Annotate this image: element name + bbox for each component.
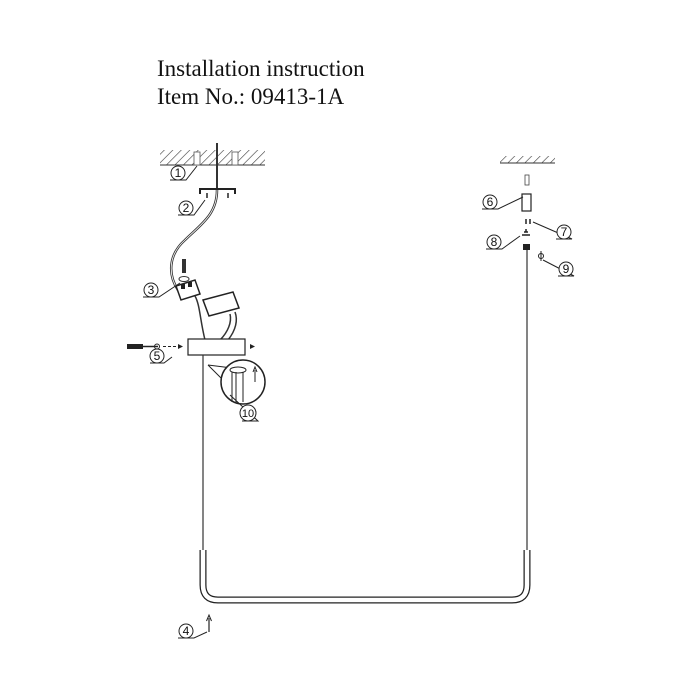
- callout-7: 7: [556, 224, 572, 240]
- callout-6: 6: [482, 194, 498, 210]
- item-number: Item No.: 09413-1A: [157, 84, 345, 109]
- callout-8: 8: [486, 234, 502, 250]
- svg-text:4: 4: [183, 624, 190, 638]
- svg-text:7: 7: [561, 225, 568, 239]
- power-cable: [170, 189, 219, 291]
- led-lamp-body: [199, 550, 531, 604]
- svg-text:9: 9: [563, 262, 570, 276]
- svg-text:6: 6: [487, 195, 494, 209]
- callout-1: 1: [170, 165, 186, 181]
- callout-3: 3: [143, 282, 159, 298]
- callout-5: 5: [149, 348, 165, 364]
- screw-icon: [178, 259, 190, 282]
- callout-10: 10: [239, 404, 257, 422]
- svg-text:10: 10: [242, 408, 254, 420]
- mounting-bracket: [199, 188, 236, 198]
- right-ceiling: [500, 156, 555, 261]
- terminal-block: [175, 279, 201, 301]
- left-ceiling: [160, 150, 265, 166]
- callout-4: 4: [178, 623, 194, 639]
- callout-9: 9: [558, 261, 574, 277]
- diagram-title: Installation instruction: [157, 56, 365, 81]
- cable-grip-detail: [207, 359, 266, 405]
- led-driver: [194, 291, 240, 341]
- canopy-box: [187, 338, 246, 356]
- leader-lines: [143, 165, 575, 639]
- svg-text:2: 2: [183, 201, 190, 215]
- callout-2: 2: [178, 200, 194, 216]
- svg-text:3: 3: [148, 283, 155, 297]
- svg-text:5: 5: [154, 349, 161, 363]
- svg-text:8: 8: [491, 235, 498, 249]
- wire-anchor: [521, 193, 532, 212]
- up-arrow-icon: [206, 613, 212, 632]
- screwdriver-icon: [127, 343, 255, 350]
- svg-text:1: 1: [175, 166, 182, 180]
